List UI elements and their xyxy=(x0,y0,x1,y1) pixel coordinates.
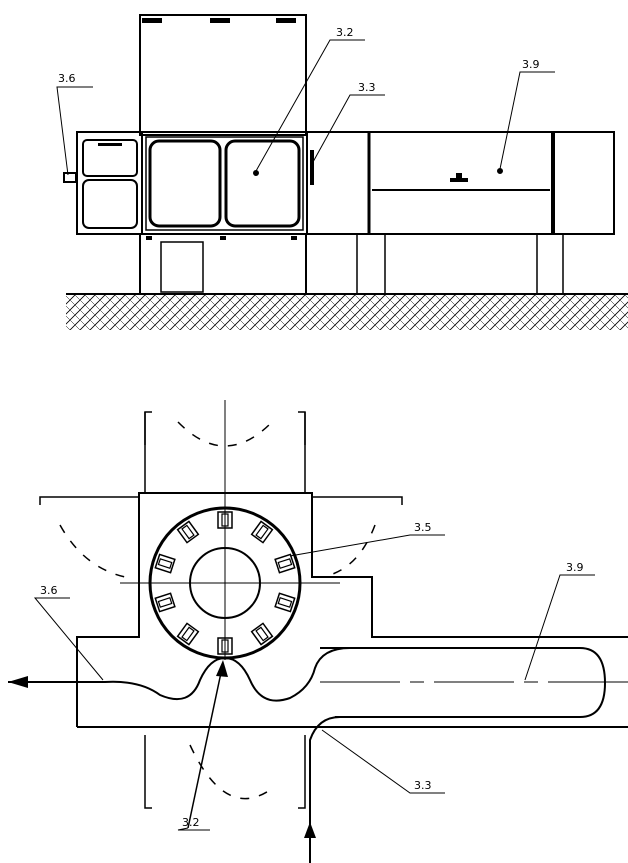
label-3-6-bot: 3.6 xyxy=(40,584,58,597)
plan-view xyxy=(8,400,628,863)
label-3-6-top: 3.6 xyxy=(58,72,76,85)
carousel-pockets xyxy=(154,511,296,655)
marker xyxy=(146,236,152,240)
carousel-pocket xyxy=(176,520,200,544)
carousel-pocket xyxy=(154,553,176,574)
left-panel-lower xyxy=(82,179,138,229)
ejector-3-6 xyxy=(63,172,77,183)
transfer-arrow-shaft xyxy=(187,667,223,829)
leader-3-2-bot xyxy=(177,827,210,831)
carousel-pocket xyxy=(250,520,274,544)
right-bracket xyxy=(312,496,403,505)
leader-3-9-bot xyxy=(524,574,595,681)
machine-body xyxy=(76,131,615,235)
label-3-3-top: 3.3 xyxy=(358,81,376,94)
carousel-pocket xyxy=(154,592,176,613)
transfer-arrow-icon xyxy=(216,660,228,677)
label-3-9-bot: 3.9 xyxy=(566,561,584,574)
carousel-pocket xyxy=(250,622,274,646)
carousel-window-left xyxy=(148,139,222,228)
point-3-2 xyxy=(253,170,259,176)
label-3-2-top: 3.2 xyxy=(336,26,354,39)
carousel-pocket xyxy=(176,622,200,646)
carousel-window-right xyxy=(224,139,301,228)
top-bracket-right xyxy=(298,411,306,445)
handle-knob xyxy=(456,173,462,178)
top-bracket-left xyxy=(144,411,152,445)
lower-door xyxy=(160,241,204,293)
bottom-bracket-left xyxy=(144,735,152,809)
side-elevation-view xyxy=(63,14,628,330)
label-3-9-top: 3.9 xyxy=(522,58,540,71)
leader-3-6-bot xyxy=(33,597,104,681)
label-3-5: 3.5 xyxy=(414,521,432,534)
leader-3-9-top xyxy=(499,71,555,170)
carousel-pocket xyxy=(274,592,296,613)
bottom-bracket-right xyxy=(298,735,306,809)
left-panel-upper xyxy=(82,139,138,177)
top-leaders xyxy=(56,39,555,176)
floor-hatching xyxy=(66,294,628,330)
vent-slot xyxy=(210,18,230,23)
left-bracket xyxy=(39,496,139,505)
swing-arcs xyxy=(59,421,376,800)
inlet-arrow-icon xyxy=(304,822,316,838)
leader-3-3-bot xyxy=(321,729,445,794)
marker xyxy=(220,236,226,240)
housing-outline xyxy=(76,492,628,727)
handle-3-9 xyxy=(450,178,468,182)
carousel-frame xyxy=(145,136,304,231)
vent-slot xyxy=(142,18,162,23)
leader-3-5 xyxy=(289,534,445,557)
leader-3-6-top xyxy=(56,86,93,176)
vent-slot xyxy=(276,18,296,23)
label-3-3-bot: 3.3 xyxy=(414,779,432,792)
outlet-arrow-icon xyxy=(8,676,28,688)
product-path xyxy=(8,647,607,820)
point-3-9 xyxy=(497,168,503,174)
leader-3-2-top xyxy=(255,39,365,172)
carousel-pocket xyxy=(274,553,296,574)
leader-3-3-top xyxy=(312,94,385,163)
upper-enclosure xyxy=(139,14,307,136)
bottom-leaders xyxy=(33,534,595,831)
label-3-2-bot: 3.2 xyxy=(182,816,200,829)
panel-slot xyxy=(98,143,122,146)
marker xyxy=(291,236,297,240)
